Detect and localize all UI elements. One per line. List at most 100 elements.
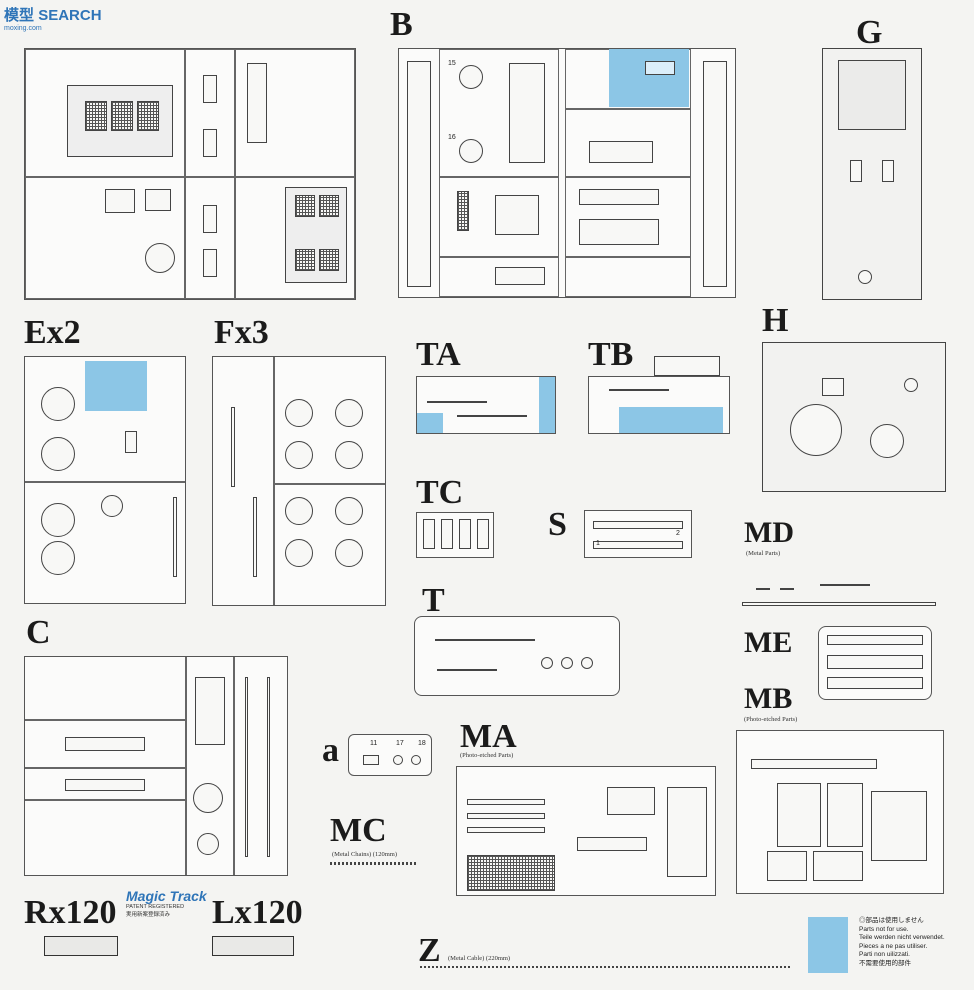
road-wheel-part — [335, 497, 363, 525]
cap-part — [561, 657, 573, 669]
hatch-ring-part — [193, 783, 223, 813]
bracket-part — [495, 195, 539, 235]
rx120-track-part — [44, 936, 118, 956]
sprue-b-cell — [565, 109, 691, 177]
sprue-mb-label: MB — [744, 682, 793, 715]
sprue-s-label: S — [548, 506, 567, 543]
tool-shaft-part — [609, 389, 669, 391]
md-barrel-part — [742, 602, 936, 606]
magic-track-brand: Magic Track — [126, 888, 207, 904]
cap-part — [581, 657, 593, 669]
sprue-tc-frame — [416, 512, 494, 558]
clamp-part — [477, 519, 489, 549]
vision-port-part — [904, 378, 918, 392]
panel-part — [579, 219, 659, 245]
part-number: 18 — [418, 740, 426, 747]
clamp-part — [459, 519, 471, 549]
magic-track-patent-jp: 実用新案登録済み — [126, 912, 171, 918]
sprue-ma-frame — [456, 766, 716, 896]
mb-box-part — [767, 851, 807, 881]
sprue-me-frame — [818, 626, 932, 700]
turret-ring-part — [870, 424, 904, 458]
z-cable-part — [420, 966, 790, 968]
unused-parts-highlight — [539, 377, 555, 433]
sprue-a-cell — [235, 49, 355, 177]
md-pin-part — [780, 588, 794, 590]
antenna-part — [245, 677, 248, 857]
bracket-part — [203, 249, 217, 277]
watermark-site-text: moxing.com — [4, 25, 42, 32]
part-number: 16 — [448, 134, 456, 141]
mb-side-skirt-part — [827, 783, 863, 847]
rear-grille-part — [295, 249, 315, 271]
sprue-c-label: C — [26, 614, 51, 651]
unused-parts-legend-text: ◎部品は使用しません Parts not for use. Teile werd… — [859, 917, 945, 969]
ma-frame-part — [607, 787, 655, 815]
axle-part — [253, 497, 257, 577]
road-wheel-part — [335, 399, 363, 427]
sprue-b-cell — [565, 257, 691, 297]
road-wheel-part — [335, 441, 363, 469]
turret-ring-part — [790, 404, 842, 456]
jack-part — [65, 779, 145, 791]
engine-grille-part — [137, 101, 159, 131]
sprue-ex2-label: Ex2 — [24, 314, 81, 351]
sprue-b-cell — [439, 49, 559, 177]
sprue-b-cell — [565, 177, 691, 257]
watermark-search-text: SEARCH — [38, 7, 102, 24]
road-wheel-part — [285, 539, 313, 567]
sprue-a-cell — [25, 177, 185, 299]
road-wheel-part — [285, 399, 313, 427]
clip-row-part — [593, 521, 683, 529]
sprocket-part — [41, 503, 75, 537]
sprue-s-frame — [584, 510, 692, 558]
unused-parts-highlight — [619, 407, 723, 433]
sprue-h-label: H — [762, 302, 789, 339]
lx120-track-part — [212, 936, 294, 956]
hatch-ring-part — [197, 833, 219, 855]
ma-mesh-screen-part — [467, 855, 555, 891]
sprue-a-small-label: a — [322, 732, 339, 769]
sprue-c-cell — [25, 767, 185, 769]
jack-part — [65, 737, 145, 751]
road-wheel-part — [285, 441, 313, 469]
sprue-c-cell — [25, 719, 185, 721]
clip-row-part — [593, 541, 683, 549]
sprue-md-subtitle: (Metal Parts) — [746, 550, 781, 557]
tool-shaft-part — [435, 639, 535, 641]
sprue-tb-label: TB — [588, 336, 634, 373]
mb-box-part — [871, 791, 927, 861]
wheel-part — [459, 65, 483, 89]
part-number: 15 — [448, 60, 456, 67]
sprue-b-frame — [398, 48, 736, 298]
sprue-ta-frame — [416, 376, 556, 434]
hatch-part — [822, 378, 844, 396]
wheel-part — [459, 139, 483, 163]
me-row-part — [827, 677, 923, 689]
superstructure-part — [762, 342, 946, 492]
sprue-a-cell — [235, 177, 355, 299]
grille-part — [457, 191, 469, 231]
me-row-part — [827, 655, 923, 669]
side-plate-part — [247, 63, 267, 143]
rx120-label: Rx120 — [24, 894, 117, 931]
hatch-part — [145, 189, 171, 211]
magic-track-patent: PATENT REGISTERED — [126, 904, 185, 910]
watermark-logo-text: 模型 — [4, 7, 35, 24]
legend-line: Parti non uilizzati. — [859, 951, 910, 959]
sprue-a-cell — [25, 49, 185, 177]
cap-part — [541, 657, 553, 669]
sprue-g-label: G — [856, 14, 883, 51]
clamp-part — [645, 61, 675, 75]
sprue-ex2-frame — [24, 356, 186, 604]
bracket-part — [203, 205, 217, 233]
hull-hatch-part — [850, 160, 862, 182]
magic-track-logo: Magic Track PATENT REGISTERED 実用新案登録済み — [126, 888, 207, 918]
sprue-a-small-frame — [348, 734, 432, 776]
sprue-tc-label: TC — [416, 474, 464, 511]
hub-part — [101, 495, 123, 517]
sprue-c-cell — [233, 657, 235, 875]
legend-line: Teile werden nicht verwendet. — [859, 934, 945, 942]
sprue-b-cell — [439, 177, 559, 257]
tb-tow-hook-part — [654, 356, 720, 376]
